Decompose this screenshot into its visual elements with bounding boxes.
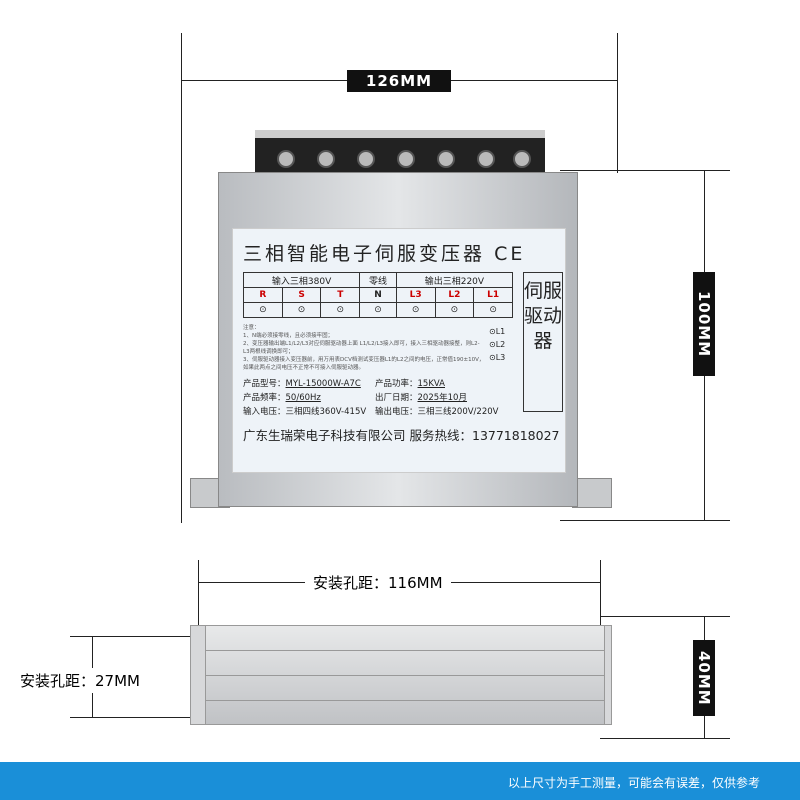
hole-spacing-h: 安装孔距：116MM <box>305 572 451 593</box>
dim-line <box>198 560 199 630</box>
dim-line <box>617 33 618 173</box>
ce-mark: CE <box>494 243 526 265</box>
depth-label: 40MM <box>693 640 715 716</box>
dim-line <box>560 520 730 521</box>
dim-line <box>70 717 210 718</box>
product-title: 三相智能电子伺服变压器 CE <box>243 243 526 265</box>
mount-foot <box>572 478 612 508</box>
dim-line <box>600 560 601 630</box>
side-view <box>205 625 605 725</box>
dim-line <box>600 616 730 617</box>
notes: 注意：1、N端必须接零线，且必须接牢固；2、变压器输出端L1/L2/L3对应伺服… <box>243 325 485 371</box>
terminal-block <box>255 130 545 180</box>
height-label: 100MM <box>693 272 715 376</box>
driver-box: 伺服驱动器 <box>523 272 563 412</box>
dim-line <box>600 738 730 739</box>
width-label: 126MM <box>347 70 451 92</box>
dim-line <box>181 33 182 523</box>
driver-terminals: ⊙L1⊙L2⊙L3 <box>489 327 506 362</box>
hotline: 服务热线：13771818027 <box>409 428 560 443</box>
disclaimer-footer: 以上尺寸为手工测量，可能会有误差，仅供参考 <box>0 762 800 800</box>
company-name: 广东生瑞荣电子科技有限公司 <box>243 428 406 443</box>
hole-spacing-v: 安装孔距：27MM <box>18 668 142 693</box>
dim-line <box>560 170 730 171</box>
spec-grid: 产品型号：MYL-15000W-A7C 产品功率：15KVA 产品频率：50/6… <box>243 379 499 417</box>
dim-line <box>70 636 210 637</box>
